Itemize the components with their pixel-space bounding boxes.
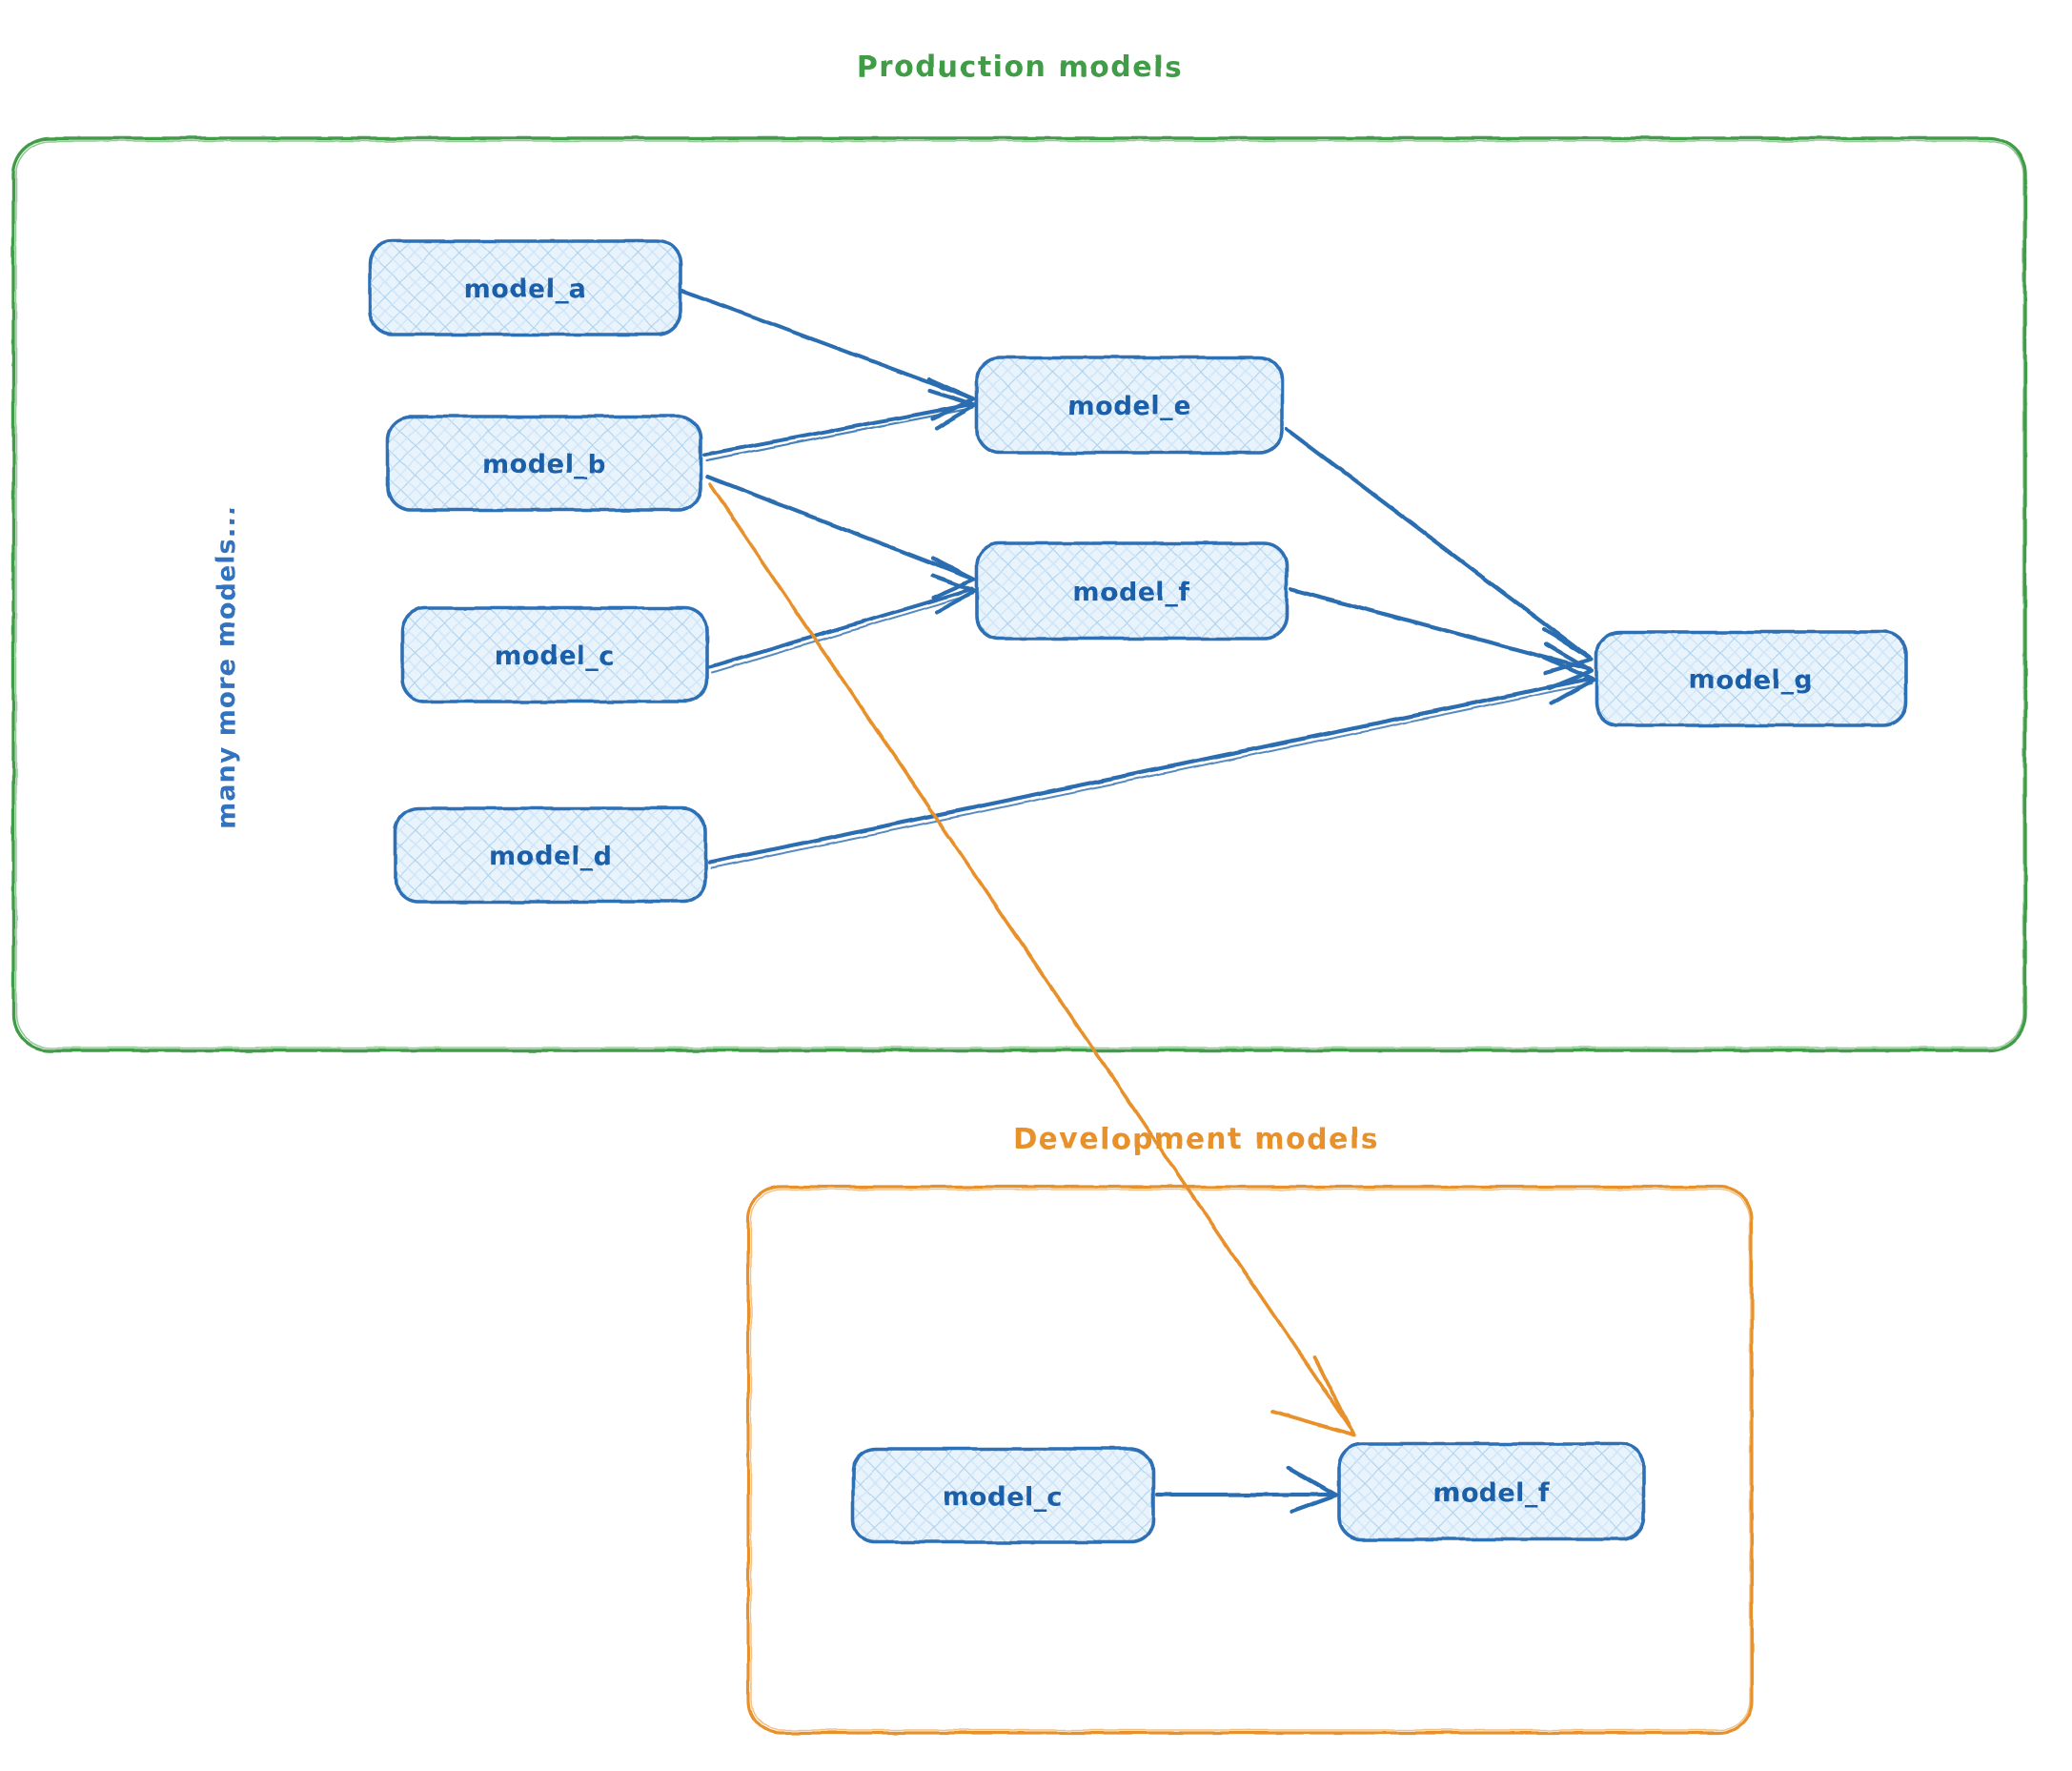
edge-layer — [681, 289, 1596, 1515]
node-prod-model-g-label: model_g — [1689, 665, 1813, 695]
node-prod-model-g[interactable]: model_g — [1595, 630, 1908, 727]
many-more-models-note: many more models... — [212, 505, 241, 829]
node-prod-model-a-label: model_a — [464, 275, 587, 304]
edge-c-to-f — [708, 574, 977, 674]
node-prod-model-e[interactable]: model_e — [975, 356, 1284, 455]
node-dev-model-f[interactable]: model_f — [1337, 1442, 1646, 1541]
edge-d-to-g — [706, 655, 1596, 869]
production-container-outline-secondary — [15, 140, 2024, 1048]
edge-devc-to-devf — [1154, 1465, 1339, 1515]
group-production[interactable]: Production models — [11, 51, 2027, 1052]
node-prod-model-c-label: model_c — [495, 641, 616, 671]
node-dev-model-c-label: model_c — [943, 1482, 1064, 1512]
node-prod-model-c[interactable]: model_c — [400, 606, 709, 703]
development-container-outline — [746, 1185, 1754, 1735]
production-container-outline — [11, 136, 2027, 1052]
group-development[interactable]: Development models — [746, 1123, 1754, 1735]
node-dev-model-c[interactable]: model_c — [851, 1447, 1155, 1544]
node-prod-model-f[interactable]: model_f — [975, 541, 1289, 641]
development-container-outline-secondary — [750, 1189, 1751, 1731]
node-prod-model-f-label: model_f — [1073, 578, 1189, 607]
node-prod-model-b-label: model_b — [482, 450, 606, 479]
edge-b-to-e — [702, 388, 978, 462]
many-more-models-label: many more models... — [212, 505, 241, 829]
node-prod-model-a[interactable]: model_a — [368, 239, 682, 336]
node-prod-model-e-label: model_e — [1068, 392, 1191, 421]
node-dev-model-f-label: model_f — [1433, 1478, 1550, 1508]
node-prod-model-d-label: model_d — [489, 842, 613, 871]
edge-prodb-to-devf — [708, 482, 1356, 1437]
edge-b-to-f — [704, 474, 977, 601]
group-development-label: Development models — [1013, 1123, 1379, 1156]
edge-e-to-g — [1284, 426, 1595, 676]
edge-a-to-e — [681, 289, 977, 421]
group-production-label: Production models — [857, 51, 1183, 84]
node-prod-model-d[interactable]: model_d — [394, 806, 707, 904]
node-prod-model-b[interactable]: model_b — [386, 415, 702, 512]
